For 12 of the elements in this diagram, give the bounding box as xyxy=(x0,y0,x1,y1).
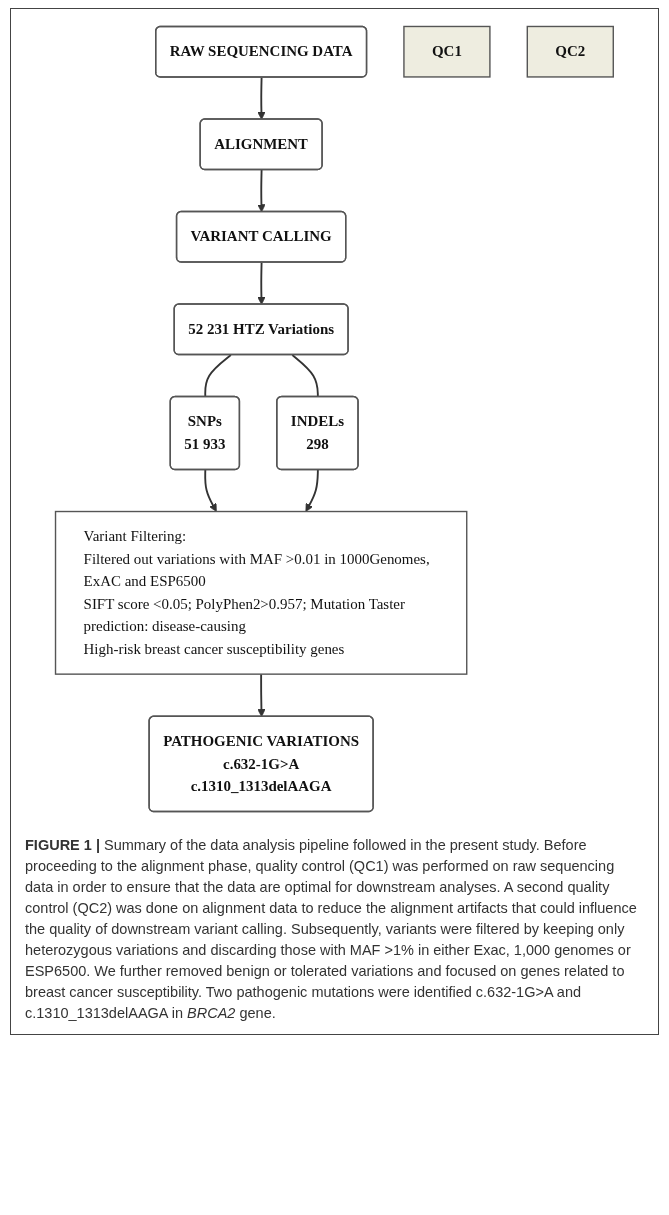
arrow xyxy=(257,76,266,120)
arrow xyxy=(257,673,266,718)
arrow xyxy=(257,261,266,305)
connector xyxy=(204,354,232,398)
connector xyxy=(291,354,319,398)
node-box: QC2 xyxy=(526,25,615,78)
node-box: QC1 xyxy=(403,25,491,78)
arrow xyxy=(257,169,266,213)
arrow xyxy=(204,469,217,512)
figure-caption: FIGURE 1 | Summary of the data analysis pipeline followed in the present study. Before proceeding to the alignment phase, quality control (QC1) was performed on raw sequencing data in order to ensure that the data are optimal for downstream analyses. A second quality control (QC2) was done on alignment data to reduce the alignment artifacts that could influence the quality of downstream variant calling. Subsequently, variants were filtered by keeping only heterozygous variations and discarding those with MAF >1% in either Exac, 1,000 genomes or ESP6500. We further removed benign or tolerated variations and focused on genes related to breast cancer susceptibility. Two pathogenic mutations were identified c.632-1G>A and c.1310_1313delAAGA in BRCA2 gene. xyxy=(25,836,638,1024)
node-box: Variant Filtering: Filtered out variations with MAF >0.01 in 1000Genomes, ExAC and ESP6500 SIFT score <0.05; PolyPhen2>0.957; Mutation Taster prediction: disease-causing High-risk breast cancer susceptibility genes xyxy=(54,510,468,675)
arrow xyxy=(305,469,319,512)
